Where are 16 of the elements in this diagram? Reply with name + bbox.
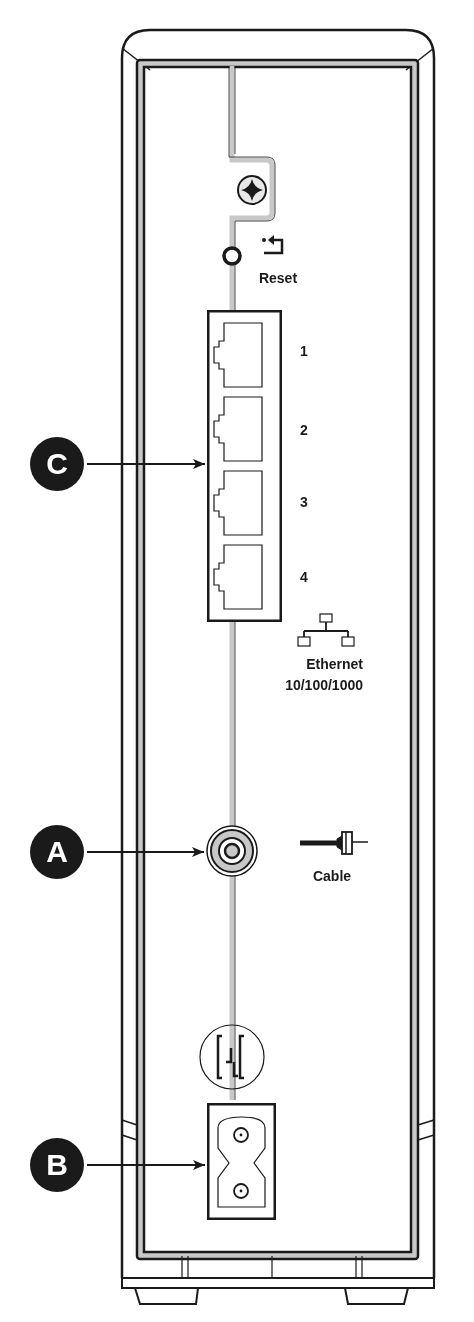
port-number: 4 — [300, 568, 309, 587]
callout-badge: B — [30, 1138, 84, 1192]
port-number: 2 — [300, 421, 309, 440]
power-socket — [207, 1103, 276, 1220]
cable-label: Cable — [311, 867, 353, 886]
ethernet-label: Ethernet 10/100/1000 — [284, 655, 363, 695]
arrow — [86, 459, 206, 469]
callout-badge: A — [30, 825, 84, 879]
arrow — [86, 847, 205, 857]
arrow — [86, 1160, 206, 1170]
port-number: 1 — [300, 342, 309, 361]
coaxial-connector — [206, 825, 258, 877]
ethernet-port-block — [207, 310, 282, 622]
callout-badge: C — [30, 437, 84, 491]
reset-label: Reset — [257, 269, 299, 288]
port-number: 3 — [300, 493, 309, 512]
